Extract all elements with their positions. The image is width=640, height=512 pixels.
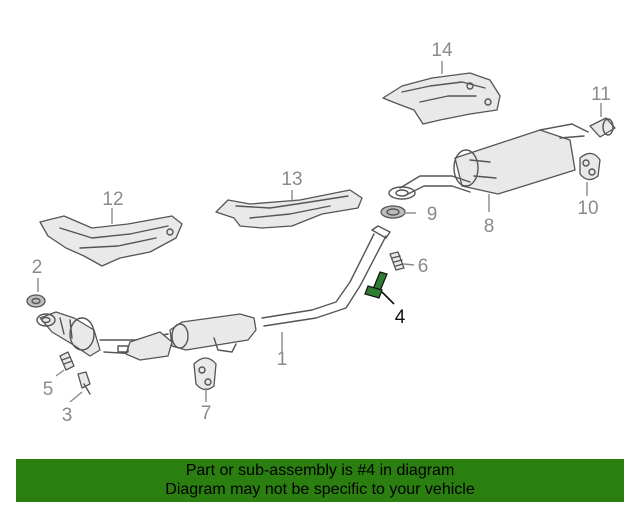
callout-1: 1	[277, 349, 288, 370]
part-2-gasket[interactable]	[26, 294, 46, 308]
part-5-stud[interactable]	[59, 351, 75, 371]
callout-10: 10	[577, 198, 598, 219]
part-9-gasket[interactable]	[380, 205, 406, 219]
part-7-hanger[interactable]	[193, 357, 217, 391]
part-3-bolt[interactable]	[77, 371, 91, 395]
callout-8: 8	[484, 216, 495, 237]
part-4-bolt-highlighted[interactable]	[364, 271, 388, 299]
callout-7: 7	[201, 403, 212, 424]
callout-6: 6	[418, 256, 429, 277]
part-1-exhaust-pipe[interactable]	[36, 225, 391, 361]
callout-14: 14	[431, 40, 453, 61]
callout-13: 13	[281, 169, 302, 190]
banner-line-2: Diagram may not be specific to your vehi…	[165, 481, 475, 498]
part-13-heat-shield[interactable]	[215, 189, 363, 229]
callout-5: 5	[43, 379, 54, 400]
part-10-hanger[interactable]	[579, 152, 601, 181]
callout-3: 3	[62, 405, 73, 426]
part-11-tail-pipe-tip[interactable]	[589, 117, 616, 138]
part-14-heat-shield[interactable]	[382, 72, 501, 125]
part-8-muffler[interactable]	[388, 123, 589, 200]
callout-9: 9	[427, 204, 438, 225]
part-12-heat-shield[interactable]	[39, 215, 183, 267]
callout-4: 4	[395, 307, 406, 328]
callout-2: 2	[32, 257, 43, 278]
callout-11: 11	[591, 84, 611, 105]
callout-12: 12	[102, 189, 123, 210]
leader-lines	[37, 61, 602, 403]
banner-line-1: Part or sub-assembly is #4 in diagram	[185, 462, 455, 479]
info-banner: Part or sub-assembly is #4 in diagram Di…	[16, 459, 624, 502]
part-6-stud[interactable]	[389, 251, 405, 271]
